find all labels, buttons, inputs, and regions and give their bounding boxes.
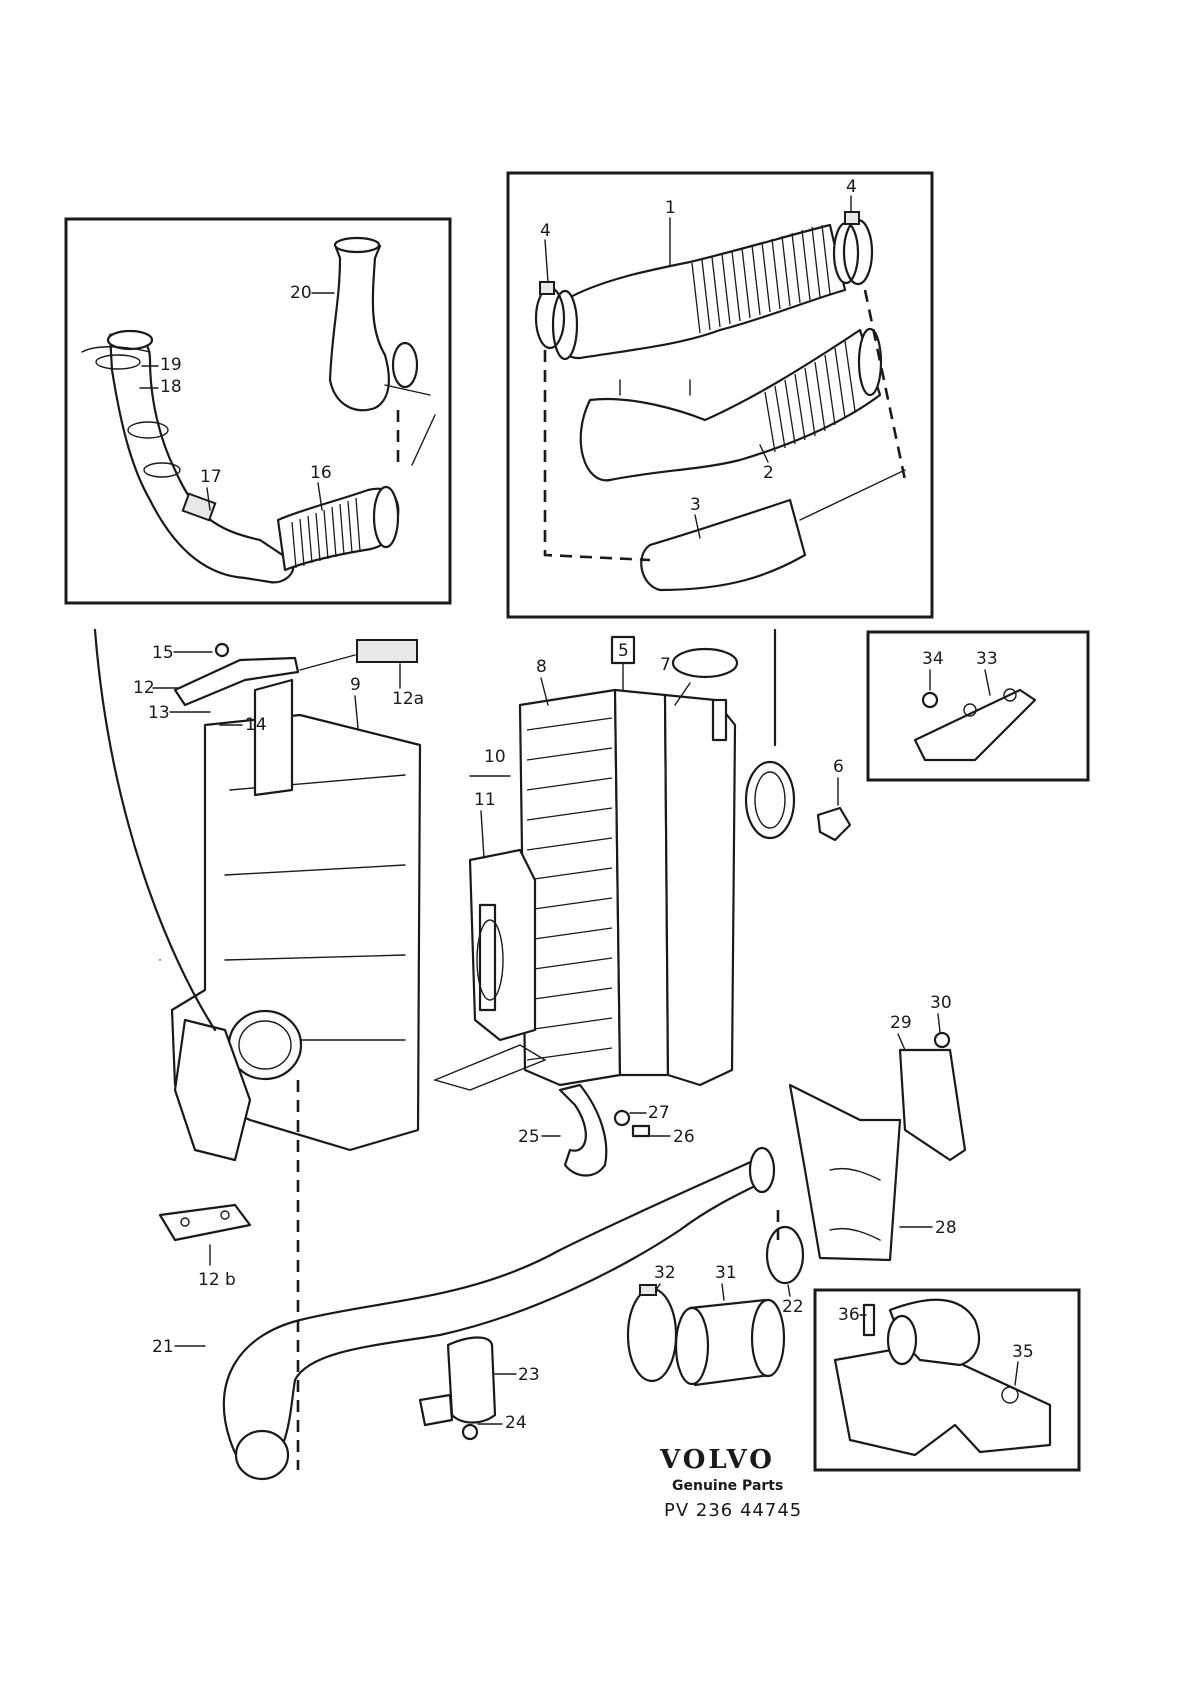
callout-5: 5 (618, 641, 629, 661)
part-23-holder (418, 1336, 497, 1441)
part-16-17-corrugated-duct (81, 329, 400, 584)
callout-11: 11 (474, 790, 496, 810)
callout-4-right: 4 (846, 177, 857, 197)
callout-6: 6 (833, 757, 844, 777)
part-1-corrugated-hose (551, 221, 860, 361)
part-8-filter-element (518, 688, 670, 1087)
part-6-clip (816, 806, 852, 842)
callout-9: 9 (350, 675, 361, 695)
reference-number: PV 236 44745 (664, 1500, 802, 1521)
callout-32: 32 (654, 1263, 676, 1283)
part-4-hose-clamps (534, 211, 874, 350)
part-5-lower-housing (663, 693, 796, 1087)
callout-2: 2 (763, 463, 774, 483)
part-10-11-bracket (432, 848, 547, 1091)
callout-15: 15 (152, 643, 174, 663)
part-32-clamp (626, 1284, 678, 1383)
callout-12: 12 (133, 678, 155, 698)
callout-34: 34 (922, 649, 944, 669)
callout-30: 30 (930, 993, 952, 1013)
footer-block: VOLVO Genuine Parts PV 236 44745 (659, 1445, 802, 1521)
callout-33: 33 (976, 649, 998, 669)
callout-27: 27 (648, 1103, 670, 1123)
callout-4-left: 4 (540, 221, 551, 241)
callout-24: 24 (505, 1413, 527, 1433)
brand-logo: VOLVO (659, 1445, 775, 1475)
inset-hoses-1-4 (506, 171, 934, 619)
part-12-bracket (173, 639, 418, 707)
callout-26: 26 (673, 1127, 695, 1147)
callout-14: 14 (245, 715, 267, 735)
callout-12b: 12 b (198, 1270, 236, 1290)
callout-36: 36 (838, 1305, 860, 1325)
part-22-hose-clamp (765, 1225, 805, 1285)
part-2-corrugated-hose (579, 327, 883, 482)
callout-20: 20 (290, 283, 312, 303)
callout-12a: 12a (392, 689, 424, 709)
callout-labels: 1 2 3 4 4 5 6 7 8 9 10 11 12 12a 12 b (133, 177, 1034, 1433)
callout-29: 29 (890, 1013, 912, 1033)
part-21-intake-hose (222, 1146, 776, 1481)
callout-7: 7 (660, 655, 671, 675)
callout-1: 1 (665, 198, 676, 218)
part-12b-plate (158, 1203, 252, 1242)
callout-10: 10 (484, 747, 506, 767)
callout-25: 25 (518, 1127, 540, 1147)
callout-22: 22 (782, 1297, 804, 1317)
callout-17: 17 (200, 467, 222, 487)
callout-18: 18 (160, 377, 182, 397)
inset-cover-35-36 (813, 1288, 1081, 1472)
callout-19: 19 (160, 355, 182, 375)
inset-bracket-33-34 (866, 630, 1090, 782)
part-20-funnel (328, 236, 419, 412)
callout-35: 35 (1012, 1342, 1034, 1362)
part-3-elbow-hose (640, 498, 807, 592)
callout-13: 13 (148, 703, 170, 723)
brand-tagline: Genuine Parts (672, 1478, 783, 1494)
callout-31: 31 (715, 1263, 737, 1283)
part-31-sleeve (674, 1298, 786, 1387)
part-25-bracket (558, 1083, 651, 1177)
callout-8: 8 (536, 657, 547, 677)
inset-hoses-16-20 (64, 217, 452, 605)
part-7-cap (671, 647, 739, 706)
callout-21: 21 (152, 1337, 174, 1357)
callout-3: 3 (690, 495, 701, 515)
callout-28: 28 (935, 1218, 957, 1238)
part-9-air-cleaner-housing (170, 678, 422, 1162)
part-28-heat-shield (788, 1031, 967, 1262)
callout-16: 16 (310, 463, 332, 483)
callout-23: 23 (518, 1365, 540, 1385)
